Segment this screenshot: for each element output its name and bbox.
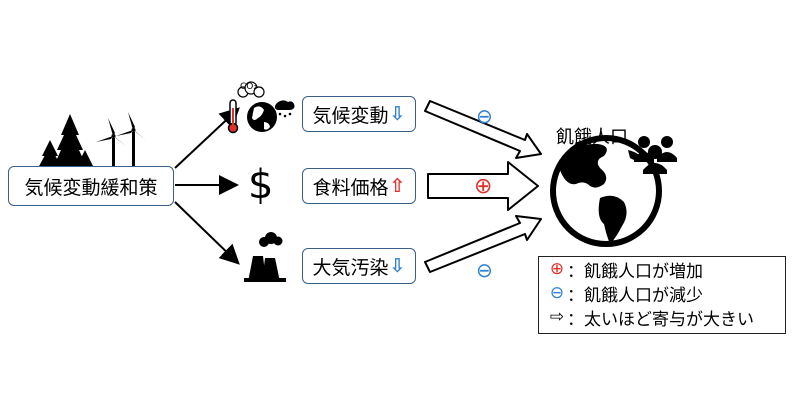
- pollution-label: 大気汚染: [312, 256, 389, 279]
- down-arrow-icon: ⇩: [389, 103, 406, 125]
- globe-icon: [550, 135, 662, 247]
- minus-effect-climate: ⊖: [476, 104, 493, 128]
- arrow-climate-to-hunger: [424, 100, 542, 159]
- food-price-box: 食料価格⇧: [302, 168, 416, 204]
- hunger-population-label: 飢餓人口: [556, 127, 628, 148]
- plus-effect-food: ⊕: [474, 174, 493, 199]
- co2-label: CO₂: [240, 82, 257, 92]
- factory-smoke-icon: [244, 232, 286, 282]
- forest-windmill-icon: [30, 112, 146, 174]
- food-price-label: 食料価格: [312, 176, 389, 199]
- arrow-food-to-hunger: [427, 161, 539, 211]
- people-icon: [634, 136, 677, 174]
- climate-box: 気候変動⇩: [302, 96, 416, 132]
- arrow-pollution-to-hunger: [424, 215, 542, 273]
- dollar-icon: $: [248, 162, 274, 208]
- legend-item-increase: ⊕ ：飢餓人口が増加: [539, 257, 785, 282]
- pollution-box: 大気汚染⇩: [302, 248, 416, 284]
- climate-change-icon: [227, 81, 295, 134]
- down-arrow-icon: ⇩: [389, 255, 406, 277]
- plus-circle-icon: ⊕: [549, 259, 565, 279]
- legend-text: ：飢餓人口が減少: [567, 285, 703, 306]
- policy-box: 気候変動緩和策: [8, 166, 174, 206]
- minus-effect-pollution: ⊖: [476, 258, 493, 282]
- legend: ⊕ ：飢餓人口が増加 ⊖ ：飢餓人口が減少 ⇨ ：太いほど寄与が大きい: [538, 256, 786, 334]
- hollow-arrow-icon: ⇨: [549, 307, 565, 327]
- minus-circle-icon: ⊖: [549, 283, 565, 303]
- legend-item-decrease: ⊖ ：飢餓人口が減少: [539, 281, 785, 306]
- climate-label: 気候変動: [312, 104, 389, 127]
- legend-text: ：飢餓人口が増加: [567, 261, 703, 282]
- policy-label: 気候変動緩和策: [24, 176, 158, 199]
- up-arrow-icon: ⇧: [389, 175, 406, 197]
- legend-item-thickness: ⇨ ：太いほど寄与が大きい: [539, 305, 785, 330]
- legend-text: ：太いほど寄与が大きい: [567, 309, 754, 330]
